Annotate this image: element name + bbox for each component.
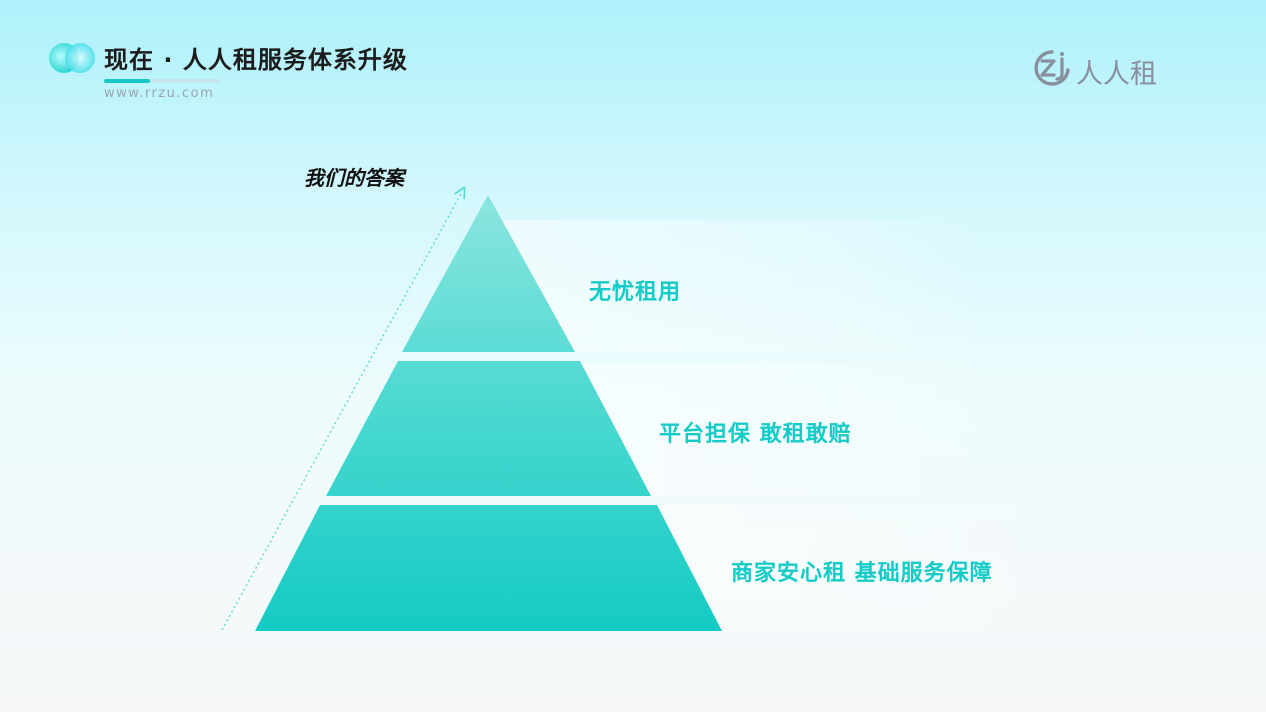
level-label-2: 平台担保 敢租敢赔 [659,422,852,447]
header: 现在 · 人人租服务体系升级 www.rrzu.com 人人租 [0,0,1266,110]
growth-arrow [221,192,462,631]
pyramid-level-2 [326,361,651,496]
zj-logo-icon [1034,50,1070,86]
page-title: 现在 · 人人租服务体系升级 [104,46,408,74]
level-label-3: 商家安心租 基础服务保障 [731,561,993,586]
title-underline [104,79,222,83]
double-circle-logo-icon [49,43,95,73]
pyramid-level-3 [255,505,722,631]
level-band-1 [488,220,986,352]
brand-name: 人人租 [1076,59,1157,90]
level-label-1: 无忧租用 [589,280,682,305]
answer-label: 我们的答案 [304,166,404,190]
website-url: www.rrzu.com [104,86,215,101]
title-underline-accent [104,79,150,83]
brand-logo: 人人租 [1032,48,1172,90]
pyramid-level-1 [402,195,575,352]
